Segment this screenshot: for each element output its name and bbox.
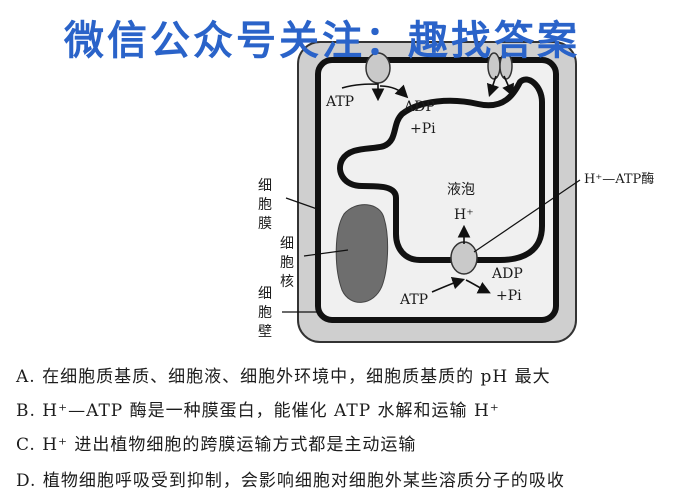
channel-arrow-right [502, 75, 514, 97]
label-adp-top-2: +Pi [410, 121, 436, 137]
label-nucleus-2: 胞 [280, 255, 294, 271]
membrane-pump-top [365, 52, 391, 84]
label-atp-bottom: ATP [399, 292, 428, 308]
cell-diagram: ATP ADP +Pi 液泡 H⁺ H⁺—ATP酶 ADP +Pi ATP 细 … [258, 41, 654, 343]
nucleus [335, 204, 389, 303]
atp-arrow-bottom [431, 276, 466, 293]
label-cell-wall-2: 胞 [258, 305, 272, 321]
leader-membrane [285, 197, 321, 211]
label-adp-bottom-2: +Pi [496, 288, 522, 304]
adp-arrow-bottom [465, 279, 491, 294]
leader-h-atpase [473, 179, 581, 253]
label-adp-top-1: ADP [403, 99, 435, 115]
label-cell-wall-3: 壁 [258, 324, 272, 340]
watermark-banner: 微信公众号关注：趣找答案 [64, 18, 580, 64]
label-nucleus-1: 细 [280, 236, 294, 252]
label-adp-bottom-1: ADP [491, 266, 523, 282]
option-a: A. 在细胞质基质、细胞液、细胞外环境中，细胞质基质的 pH 最大 [16, 367, 551, 387]
option-b: B. H⁺—ATP 酶是一种膜蛋白，能催化 ATP 水解和运输 H⁺ [16, 401, 500, 421]
channel-arrow-left [486, 75, 500, 98]
vacuole-membrane [337, 76, 545, 263]
label-h-ion: H⁺ [454, 207, 474, 223]
option-d: D. 植物细胞呼吸受到抑制，会影响细胞对细胞外某些溶质分子的吸收 [16, 471, 565, 491]
h-atpase-protein [450, 241, 478, 275]
label-cell-membrane-2: 胞 [258, 197, 272, 213]
atp-arrow-top [341, 83, 385, 102]
adp-arrow-top [379, 84, 409, 99]
option-c: C. H⁺ 进出植物细胞的跨膜运输方式都是主动运输 [16, 435, 417, 455]
label-nucleus-3: 核 [280, 274, 294, 290]
label-h-atpase: H⁺—ATP酶 [584, 171, 654, 187]
label-atp-top: ATP [325, 94, 354, 110]
label-cell-membrane-3: 膜 [258, 216, 272, 232]
label-cell-membrane-1: 细 [258, 178, 272, 194]
label-cell-wall-1: 细 [258, 286, 272, 302]
label-vacuole: 液泡 [447, 182, 475, 198]
leader-nucleus [303, 249, 349, 257]
